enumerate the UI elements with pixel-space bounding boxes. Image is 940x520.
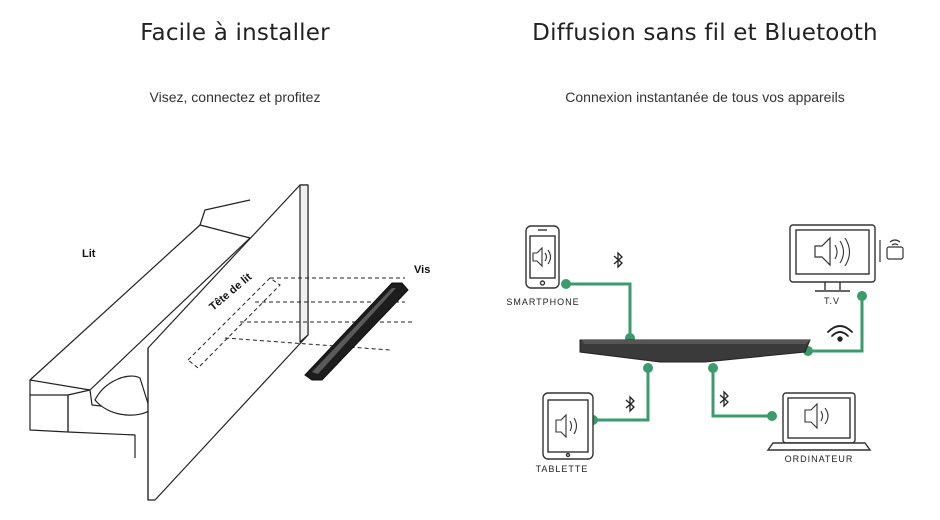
tablet-icon: [542, 392, 594, 460]
laptop-icon: [766, 392, 872, 451]
install-subtitle: Visez, connectez et profitez: [149, 89, 321, 105]
computer-label: ORDINATEUR: [785, 454, 854, 464]
dashed-mount-outline: [187, 277, 415, 369]
wireless-subtitle: Connexion instantanée de tous vos appare…: [565, 89, 845, 105]
bed-installation-illustration: Lit Tête de lit Vis: [29, 184, 430, 501]
wifi-router-icon: [879, 239, 904, 262]
tablet-label: TABLETTE: [536, 464, 589, 474]
screw-label: Vis: [414, 264, 430, 276]
bluetooth-icon: [613, 251, 623, 269]
connector-lines: [566, 282, 864, 422]
speaker-bar-drawing: [304, 282, 409, 381]
headboard-drawing: [147, 184, 309, 501]
smartphone-label: SMARTPHONE: [506, 297, 579, 307]
wireless-title: Diffusion sans fil et Bluetooth: [532, 20, 878, 46]
smartphone-icon: [525, 225, 560, 289]
bluetooth-icon: [719, 390, 729, 408]
tv-icon: [789, 224, 876, 292]
install-section: Facile à installer Visez, connectez et p…: [29, 20, 430, 501]
wifi-icon: [827, 325, 853, 342]
soundbar-icon: [579, 339, 811, 363]
bed-label: Lit: [82, 248, 96, 260]
tv-label: T.V: [824, 296, 840, 306]
install-title: Facile à installer: [140, 20, 330, 46]
connectivity-diagram: SMARTPHONE T.V: [506, 224, 904, 474]
wireless-section: Diffusion sans fil et Bluetooth Connexio…: [470, 0, 940, 520]
bluetooth-icon: [625, 395, 635, 413]
